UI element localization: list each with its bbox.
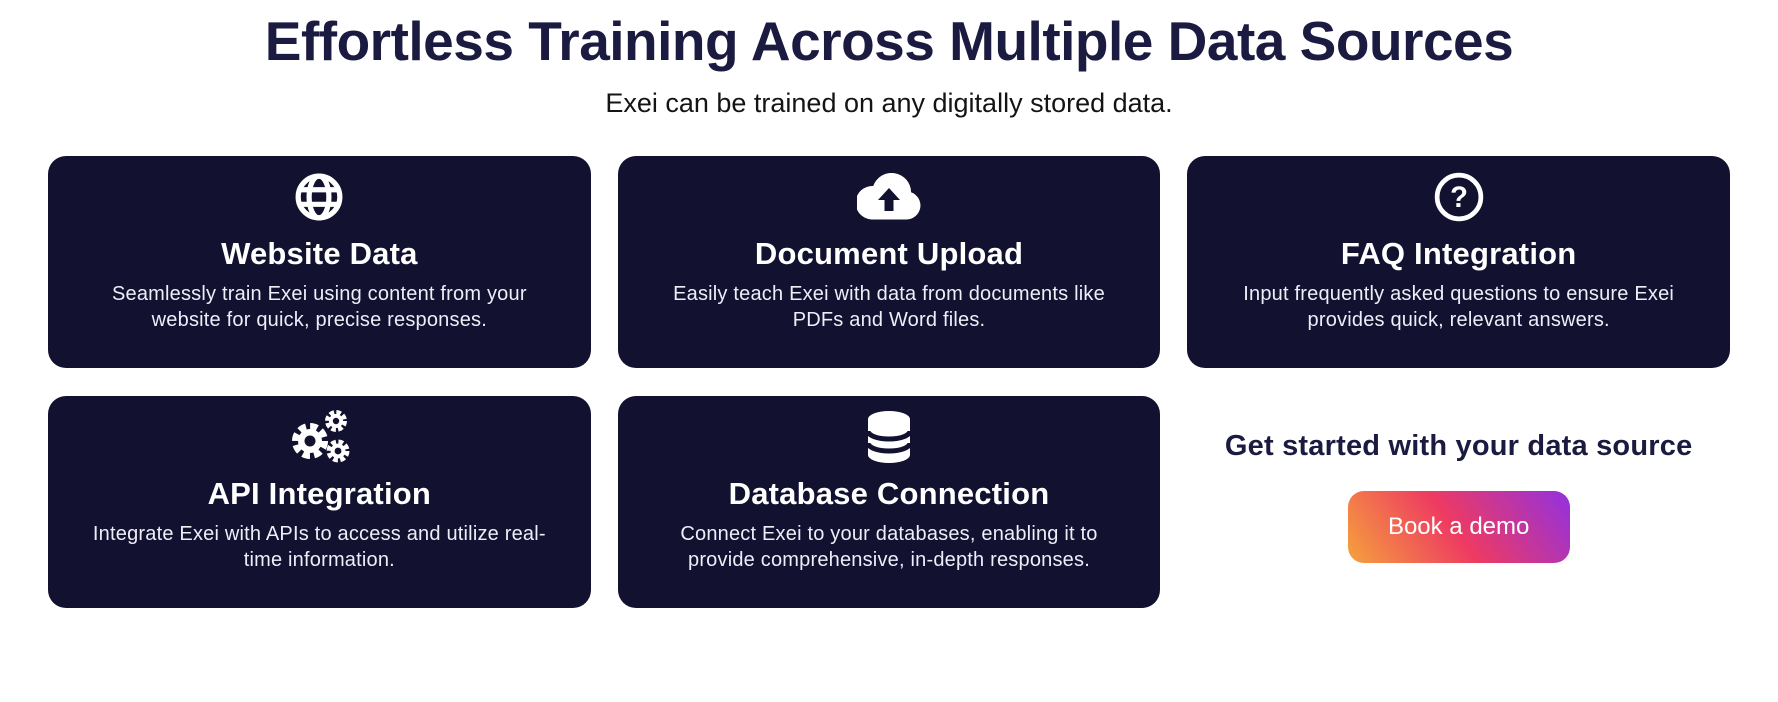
card-database-connection: Database Connection Connect Exei to your…: [617, 396, 1161, 609]
gears-icon: [286, 408, 352, 466]
page-title: Effortless Training Across Multiple Data…: [264, 10, 1514, 72]
question-circle-icon: ?: [1434, 168, 1484, 226]
card-title: Database Connection: [728, 476, 1050, 512]
globe-icon: [294, 168, 344, 226]
book-a-demo-button[interactable]: Book a demo: [1347, 491, 1570, 564]
card-faq-integration: ? FAQ Integration Input frequently asked…: [1187, 156, 1730, 369]
data-sources-grid: Website Data Seamlessly train Exei using…: [48, 156, 1730, 609]
card-title: Document Upload: [754, 236, 1024, 272]
card-description: Integrate Exei with APIs to access and u…: [92, 523, 546, 572]
svg-text:?: ?: [1450, 182, 1468, 214]
page-subtitle: Exei can be trained on any digitally sto…: [605, 88, 1173, 118]
card-title: FAQ Integration: [1340, 236, 1577, 272]
card-website-data: Website Data Seamlessly train Exei using…: [48, 156, 591, 369]
cta-heading: Get started with your data source: [1224, 430, 1693, 463]
card-description: Seamlessly train Exei using content from…: [111, 283, 527, 332]
card-description: Input frequently asked questions to ensu…: [1243, 283, 1675, 332]
card-title: Website Data: [221, 236, 418, 272]
cloud-upload-icon: [856, 168, 921, 226]
database-icon: [865, 408, 912, 466]
cta-section: Get started with your data source Book a…: [1187, 396, 1730, 608]
card-title: API Integration: [207, 476, 432, 512]
card-api-integration: API Integration Integrate Exei with APIs…: [48, 396, 591, 609]
card-description: Easily teach Exei with data from documen…: [673, 283, 1105, 332]
card-description: Connect Exei to your databases, enabling…: [680, 523, 1098, 572]
card-document-upload: Document Upload Easily teach Exei with d…: [617, 156, 1161, 369]
